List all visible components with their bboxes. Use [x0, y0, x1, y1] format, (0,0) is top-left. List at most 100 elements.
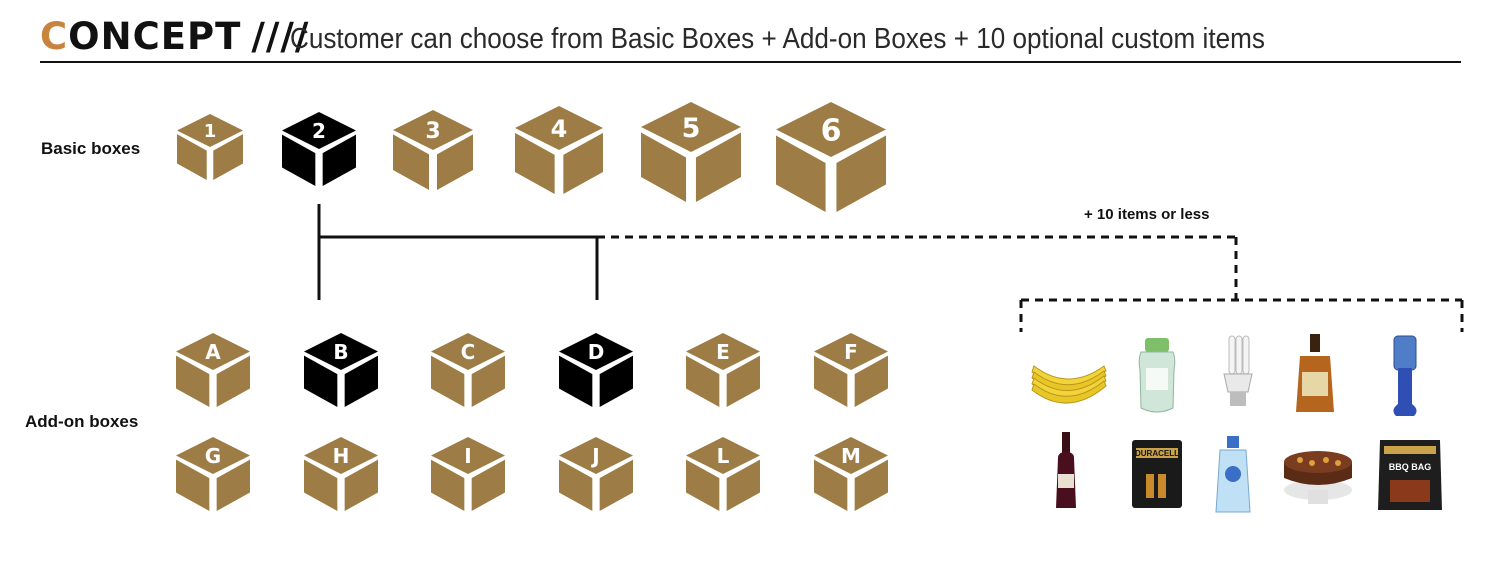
box-right-face — [599, 355, 633, 407]
box-a[interactable]: A — [176, 333, 250, 407]
box-label: G — [205, 444, 221, 468]
box-right-face — [471, 459, 505, 511]
page-subtitle: Customer can choose from Basic Boxes + A… — [290, 23, 1265, 55]
box-right-face — [344, 459, 378, 511]
box-top-face — [814, 333, 888, 370]
box-top-face — [559, 333, 633, 370]
box-right-face — [322, 134, 356, 186]
box-right-face — [344, 355, 378, 407]
box-left-face — [814, 355, 848, 407]
box-right-face — [216, 459, 250, 511]
box-top-face — [304, 437, 378, 474]
addon-boxes-label: Add-on boxes — [25, 412, 139, 431]
box-label: H — [333, 444, 350, 468]
box-i[interactable]: I — [431, 437, 505, 511]
page-title: CONCEPT//// — [40, 18, 309, 55]
energy-saving-bulb-icon — [1223, 335, 1253, 406]
box-label: 5 — [682, 113, 701, 144]
box-j[interactable]: J — [559, 437, 633, 511]
chocolate-cake-icon — [1284, 451, 1352, 504]
header-rule — [40, 61, 1461, 63]
box-right-face — [695, 132, 741, 202]
box-e[interactable]: E — [686, 333, 760, 407]
box-right-face — [726, 459, 760, 511]
wine-bottle-icon — [1056, 432, 1076, 508]
box-left-face — [776, 135, 826, 212]
box-h[interactable]: H — [304, 437, 378, 511]
box-label: L — [717, 444, 730, 468]
box-top-face — [686, 437, 760, 474]
box-label: 6 — [821, 114, 842, 149]
box-left-face — [176, 459, 210, 511]
box-top-face — [814, 437, 888, 474]
box-5[interactable]: 5 — [641, 102, 741, 202]
hand-sanitizer-icon — [1215, 436, 1251, 513]
box-label: 1 — [204, 121, 217, 142]
box-m[interactable]: M — [814, 437, 888, 511]
box-left-face — [559, 355, 593, 407]
box-label: I — [464, 444, 471, 468]
box-label: 2 — [312, 119, 326, 143]
box-label: F — [844, 340, 858, 364]
box-right-face — [213, 134, 243, 180]
box-left-face — [304, 355, 338, 407]
box-left-face — [641, 132, 687, 202]
box-2[interactable]: 2 — [282, 112, 356, 186]
box-left-face — [393, 134, 430, 190]
box-top-face — [559, 437, 633, 474]
box-top-face — [176, 437, 250, 474]
box-top-face — [515, 106, 603, 150]
boxes-layer: 1 2 3 4 5 6A B C D E F G H I J L M — [176, 102, 888, 511]
box-top-face — [431, 437, 505, 474]
shampoo-bottle-icon — [1138, 338, 1176, 413]
box-label: A — [205, 340, 221, 364]
box-top-face — [776, 102, 886, 157]
box-top-face — [393, 110, 473, 150]
box-l[interactable]: L — [686, 437, 760, 511]
box-right-face — [854, 459, 888, 511]
box-label: E — [716, 340, 730, 364]
box-g[interactable]: G — [176, 437, 250, 511]
box-1[interactable]: 1 — [177, 114, 243, 180]
box-c[interactable]: C — [431, 333, 505, 407]
box-top-face — [176, 333, 250, 370]
box-f[interactable]: F — [814, 333, 888, 407]
bbq-bag-icon: BBQ BAG — [1378, 440, 1442, 510]
box-left-face — [177, 134, 207, 180]
box-4[interactable]: 4 — [515, 106, 603, 194]
box-label: C — [461, 340, 476, 364]
box-b[interactable]: B — [304, 333, 378, 407]
box-top-face — [177, 114, 243, 147]
duracell-brand-text: DURACELL — [1135, 449, 1179, 458]
title-word: ONCEPT — [68, 15, 242, 58]
box-3[interactable]: 3 — [393, 110, 473, 190]
box-right-face — [599, 459, 633, 511]
box-left-face — [304, 459, 338, 511]
box-label: 4 — [551, 115, 568, 143]
basic-boxes-label: Basic boxes — [41, 139, 141, 158]
box-right-face — [854, 355, 888, 407]
box-left-face — [176, 355, 210, 407]
bananas-icon — [1031, 365, 1107, 404]
bbq-bag-text: BBQ BAG — [1389, 462, 1432, 472]
box-top-face — [641, 102, 741, 152]
box-d[interactable]: D — [559, 333, 633, 407]
box-right-face — [471, 355, 505, 407]
box-left-face — [515, 132, 555, 194]
items-label: + 10 items or less — [1084, 206, 1210, 223]
box-top-face — [282, 112, 356, 149]
box-right-face — [836, 135, 886, 212]
box-right-face — [436, 134, 473, 190]
box-right-face — [726, 355, 760, 407]
box-label: J — [590, 444, 599, 468]
box-left-face — [431, 355, 465, 407]
dog-chew-toy-icon — [1393, 335, 1417, 416]
box-label: 3 — [425, 119, 440, 144]
box-left-face — [431, 459, 465, 511]
box-top-face — [686, 333, 760, 370]
box-label: M — [841, 444, 861, 468]
title-accent-letter: C — [40, 15, 69, 58]
box-6[interactable]: 6 — [776, 102, 886, 212]
box-left-face — [559, 459, 593, 511]
